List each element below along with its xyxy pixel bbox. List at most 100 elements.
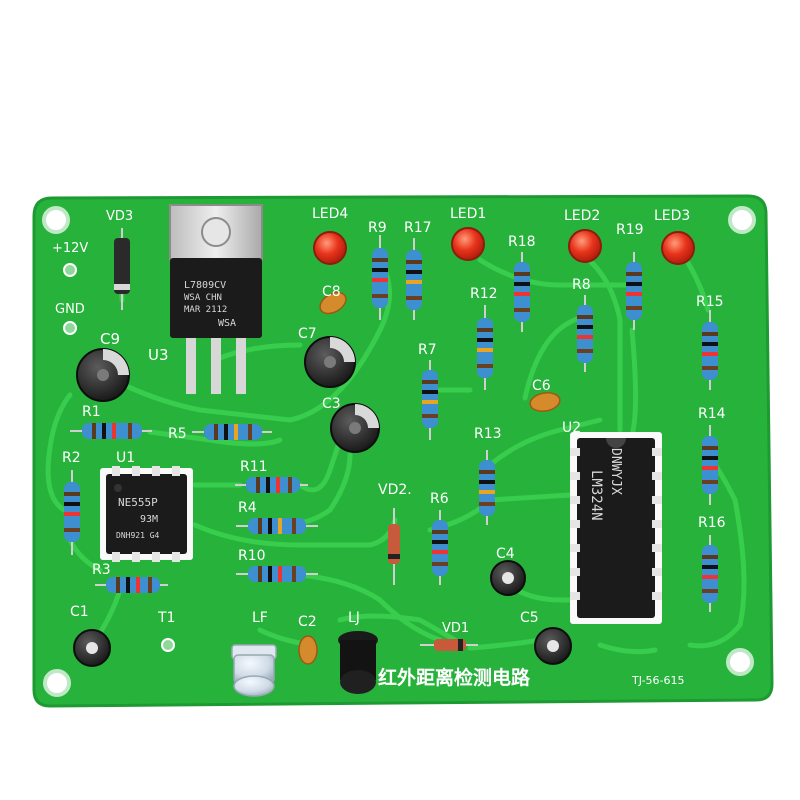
label-r4: R4 [238, 500, 257, 516]
label-c8: C8 [322, 284, 341, 300]
label-c4: C4 [496, 546, 515, 562]
resistor-r14 [702, 425, 718, 505]
capacitor-c3 [330, 403, 380, 453]
label-r1: R1 [82, 404, 101, 420]
resistor-r2 [64, 470, 80, 555]
resistor-r19 [626, 252, 642, 330]
capacitor-c1 [73, 629, 111, 667]
resistor-r16 [702, 535, 718, 612]
label-r7: R7 [418, 342, 437, 358]
label-12v: +12V [52, 241, 88, 256]
regulator-marking-2: WSA CHN [184, 293, 222, 303]
lm324-marking-2: LM324N [588, 470, 604, 521]
label-led2: LED2 [564, 208, 600, 224]
board-title: 红外距离检测电路 [378, 666, 531, 689]
label-r8: R8 [572, 277, 591, 293]
label-c5: C5 [520, 610, 539, 626]
resistor-r1 [70, 423, 152, 439]
label-r5: R5 [168, 426, 187, 442]
label-r17: R17 [404, 220, 432, 236]
ne555-marking-1: NE555P [118, 496, 158, 509]
label-t1: T1 [157, 610, 175, 626]
led1 [451, 227, 485, 261]
label-r2: R2 [62, 450, 81, 466]
resistor-r5 [192, 424, 272, 440]
label-r9: R9 [368, 220, 387, 236]
resistor-r3 [95, 577, 168, 593]
led3 [661, 231, 695, 265]
label-r15: R15 [696, 294, 724, 310]
leds [313, 227, 695, 265]
label-c1: C1 [70, 604, 89, 620]
capacitor-c2 [298, 635, 318, 665]
resistor-r9 [372, 235, 388, 320]
label-gnd: GND [55, 302, 85, 317]
label-r10: R10 [238, 548, 266, 564]
ir-emitter-lf [231, 644, 277, 697]
label-r3: R3 [92, 562, 111, 578]
capacitor-c6 [529, 392, 561, 412]
lm324-marking-1: DNWYJX [608, 448, 623, 495]
capacitor-c7 [304, 336, 356, 388]
label-u1: U1 [116, 450, 135, 466]
label-c3: C3 [322, 396, 341, 412]
label-u3: U3 [148, 346, 169, 364]
resistor-r8 [577, 295, 593, 372]
label-lj: LJ [348, 610, 360, 626]
label-lf: LF [252, 610, 268, 626]
label-vd3: VD3 [106, 209, 133, 224]
ic-u1-ne555: NE555P 93M DNH921 G4 [100, 466, 193, 562]
ne555-marking-3: DNH921 G4 [116, 531, 160, 540]
resistor-r17 [406, 238, 422, 320]
ne555-marking-2: 93M [140, 514, 158, 525]
led4 [313, 231, 347, 265]
diode-vd2 [388, 508, 400, 585]
label-led1: LED1 [450, 206, 486, 222]
label-c2: C2 [298, 614, 317, 630]
label-r19: R19 [616, 222, 644, 238]
label-r16: R16 [698, 515, 726, 531]
label-r11: R11 [240, 459, 268, 475]
label-r6: R6 [430, 491, 449, 507]
label-vd1: VD1 [442, 621, 469, 636]
diode-vd3 [114, 228, 130, 310]
resistor-r11 [235, 477, 308, 493]
silkscreen-labels: VD3 +12V GND C9 U3 LED4 R9 R17 LED1 R18 … [52, 206, 726, 689]
label-c6: C6 [532, 378, 551, 394]
label-r12: R12 [470, 286, 498, 302]
resistor-r4 [236, 518, 318, 534]
resistors [64, 235, 718, 612]
resistor-r10 [236, 566, 318, 582]
label-c9: C9 [100, 330, 120, 348]
regulator-marking-1: L7809CV [184, 280, 226, 291]
capacitor-c8 [319, 291, 347, 315]
resistor-r18 [514, 252, 530, 332]
label-r18: R18 [508, 234, 536, 250]
power-test-points [63, 263, 175, 652]
resistor-r15 [702, 310, 718, 390]
board-code: TJ-56-615 [631, 674, 685, 687]
regulator-marking-4: WSA [218, 318, 236, 329]
led2 [568, 229, 602, 263]
diodes [114, 228, 478, 651]
resistor-r13 [479, 450, 495, 525]
label-r13: R13 [474, 426, 502, 442]
ir-receiver-lj [338, 631, 378, 694]
regulator-marking-3: MAR 2112 [184, 305, 227, 315]
label-led3: LED3 [654, 208, 690, 224]
capacitor-c9 [76, 348, 130, 402]
capacitor-c5 [534, 627, 572, 665]
label-led4: LED4 [312, 206, 348, 222]
label-u2: U2 [562, 420, 581, 436]
ceramic-capacitors [298, 291, 561, 665]
label-r14: R14 [698, 406, 726, 422]
voltage-regulator-u3: L7809CV WSA CHN MAR 2112 WSA [169, 204, 263, 394]
resistor-r12 [477, 305, 493, 390]
label-c7: C7 [298, 326, 317, 342]
mounting-holes [42, 206, 756, 697]
diode-vd1 [420, 639, 478, 651]
resistor-r6 [432, 510, 448, 585]
resistor-r7 [422, 360, 438, 440]
